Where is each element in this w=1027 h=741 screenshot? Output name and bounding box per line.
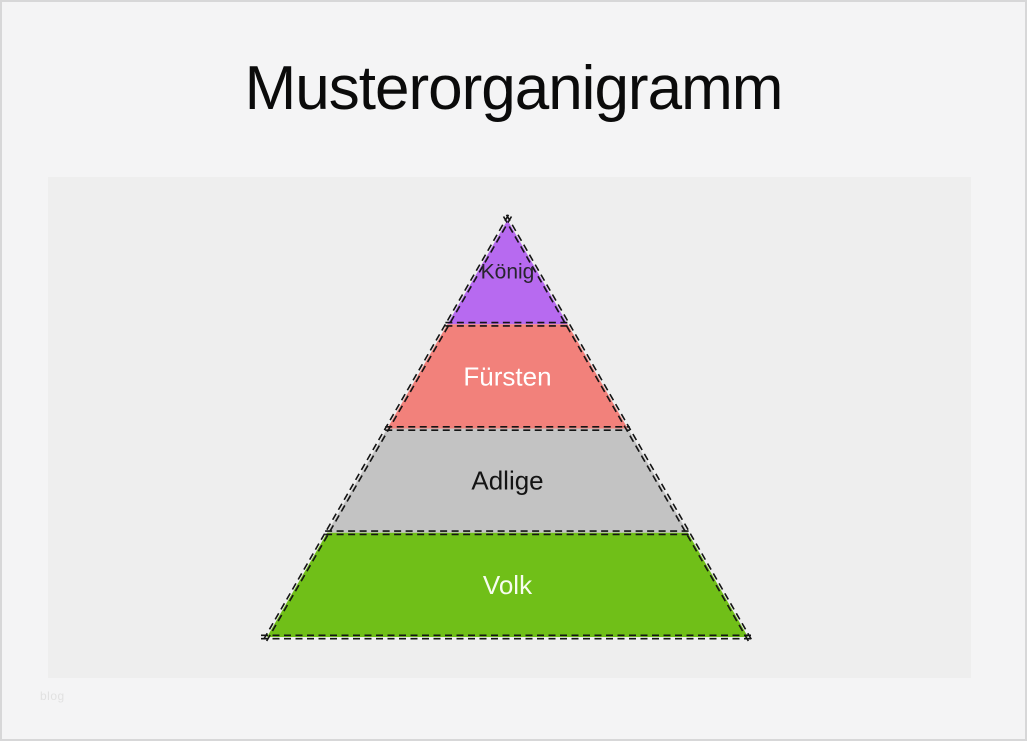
pyramid-level-label-1: Fürsten [463,361,551,391]
pyramid-level-1 [387,324,628,429]
page-title: Musterorganigramm [244,54,784,123]
pyramid-border-right [502,216,750,643]
pyramid-border-left [262,214,510,641]
pyramid-level-label-2: Adlige [471,466,543,496]
pyramid-level-3 [267,532,748,637]
pyramid-level-2 [327,428,688,533]
pyramid-border-left [265,216,513,643]
pyramid-level-label-3: Volk [483,570,533,600]
pyramid-level-0 [447,220,568,325]
watermark-text: blog [40,689,65,703]
pyramid-level-label-0: König [481,261,535,284]
pyramid-border-right [505,214,753,641]
